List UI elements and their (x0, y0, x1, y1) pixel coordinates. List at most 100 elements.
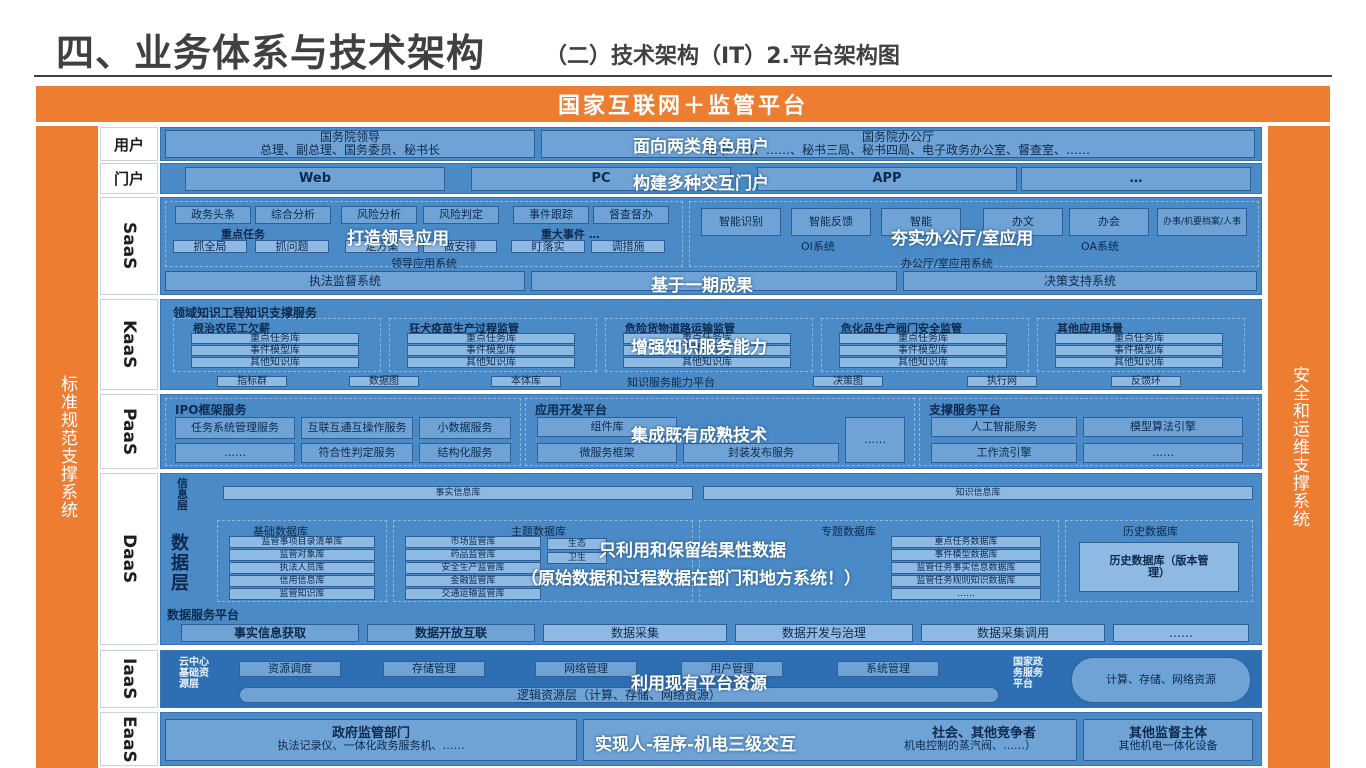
kaas-group-item: 重点任务库 (839, 333, 1007, 344)
office-box-documents: 办文 (983, 208, 1063, 236)
kaas-group-item: 其他知识库 (407, 357, 575, 368)
history-db-area (1065, 520, 1253, 602)
oi-system-label: OI系统 (801, 240, 835, 253)
security-ops-bar: 安全和运维支撑系统 (1268, 126, 1330, 768)
db-list-item: 安全生产监管库 (405, 562, 541, 574)
kaas-group-title: 危化品生产阀门安全监管 (841, 322, 962, 335)
office-box-meetings: 办会 (1069, 208, 1149, 236)
saas-middle-box (531, 271, 897, 291)
kaas-group-item: 重点任务库 (191, 333, 359, 344)
layer-portal: Web PC APP … 构建多种交互门户 (160, 163, 1262, 194)
kaas-group-item: 重点任务库 (623, 333, 791, 344)
leader-action-6: 调措施 (591, 240, 665, 253)
eaas-society-title: 社会、其他竞争者 (931, 726, 1036, 741)
user-office-box: 国务院办公厅 秘书一局、……、秘书三局、秘书四局、电子政务办公室、督查室、…… (541, 130, 1255, 158)
db-list-item: 药品监管库 (405, 549, 541, 561)
special-db-area (699, 520, 1059, 602)
security-ops-label: 安全和运维支撑系统 (1289, 366, 1309, 528)
leader-action-1: 抓全局 (173, 240, 247, 253)
eaas-overlay: 实现人-程序-机电三级交互 (595, 735, 797, 755)
kaas-group-item: 事件模型库 (839, 345, 1007, 356)
leader-action-2: 抓问题 (255, 240, 329, 253)
kaas-group-title: 根治农民工欠薪 (193, 322, 270, 335)
daas-info-layer-label: 信息层 (177, 477, 188, 512)
office-box-smart-feedback: 智能反馈 (791, 208, 871, 236)
eaas-society-sub: 机电控制的蒸汽阀、……） (904, 739, 1036, 752)
kaas-bottom-item: 反馈环 (1111, 376, 1181, 387)
iaas-logic-layer: 逻辑资源层（计算、存储、网络资源） (239, 687, 999, 703)
db-list-item: …… (891, 588, 1041, 600)
leader-key-tasks: 重点任务 (221, 228, 265, 241)
ipo-task-system: 任务系统管理服务 (175, 417, 295, 439)
kaas-group-item: 其他知识库 (1055, 357, 1223, 368)
user-leaders-box: 国务院领导 总理、副总理、国务委员、秘书长 (165, 130, 535, 158)
iaas-storage-mgmt: 存储管理 (383, 661, 485, 677)
saas-overlay-office: 夯实办公厅/室应用 (891, 229, 1034, 249)
data-service-item: 数据开放互联 (367, 624, 535, 642)
leader-box-risk-judgement: 风险判定 (423, 206, 499, 224)
eaas-gov-sub: 执法记录仪、一体化政务服务机、…… (277, 739, 465, 752)
support-model-engine: 模型算法引擎 (1083, 417, 1243, 437)
support-ai: 人工智能服务 (931, 417, 1077, 437)
iaas-cloud-label: 云中心基础资源层 (179, 657, 209, 690)
layer-label-paas: PaaS (100, 394, 158, 469)
special-db-title: 专题数据库 (821, 525, 876, 538)
db-list-item: 事件模型数据库 (891, 549, 1041, 561)
db-list-item: 金融监管库 (405, 575, 541, 587)
layer-label-portal: 门户 (100, 163, 158, 194)
kaas-group-area (821, 318, 1029, 372)
eaas-label-text: EaaS (119, 715, 139, 763)
leader-box-headlines: 政务头条 (175, 206, 251, 224)
paas-overlay: 集成既有成熟技术 (631, 426, 767, 446)
office-system-label: 办公厅/室应用系统 (901, 257, 993, 270)
dev-component-lib: 组件库 (537, 417, 677, 437)
user-office-title: 国务院办公厅 (861, 130, 934, 144)
leader-box-analysis: 综合分析 (255, 206, 331, 224)
support-platform-area (919, 398, 1259, 466)
law-enforcement-system: 执法监督系统 (165, 271, 525, 291)
support-workflow: 工作流引擎 (931, 443, 1077, 463)
kaas-group-area (1037, 318, 1245, 372)
kaas-overlay: 增强知识服务能力 (631, 338, 767, 358)
data-service-item: 数据开发与治理 (735, 624, 913, 642)
leader-system-label: 领导应用系统 (391, 257, 457, 270)
layer-label-iaas: IaaS (100, 650, 158, 708)
layer-label-user: 用户 (100, 127, 158, 161)
leader-action-3: 定方案 (345, 240, 419, 253)
leader-box-risk-analysis: 风险分析 (341, 206, 417, 224)
dev-microservice: 微服务框架 (537, 443, 677, 463)
kaas-group-item: 重点任务库 (1055, 333, 1223, 344)
daas-overlay-1: 只利用和保留结果性数据 (599, 541, 786, 561)
portal-app: APP (757, 167, 1017, 191)
leader-action-5: 盯落实 (511, 240, 585, 253)
office-box-smart: 智能 (881, 208, 961, 236)
kaas-bottom-item: 本体库 (491, 376, 561, 387)
kaas-group-title: 狂犬疫苗生产过程监管 (409, 322, 519, 335)
ipo-structured: 结构化服务 (419, 443, 511, 463)
ipo-small-data: 小数据服务 (419, 417, 511, 439)
ipo-interop: 互联互通互操作服务 (301, 417, 413, 439)
dev-more: …… (845, 417, 905, 463)
leader-box-event-tracking: 事件跟踪 (513, 206, 589, 224)
kaas-group-item: 事件模型库 (407, 345, 575, 356)
layer-daas: 信息层 事实信息库 知识信息库 数据层 基础数据库 监管事项目录清单库监管对象库… (160, 473, 1262, 645)
user-leaders-title: 国务院领导 (319, 130, 380, 144)
iaas-user-mgmt: 用户管理 (681, 661, 783, 677)
support-more: …… (1083, 443, 1243, 463)
eaas-other-sub: 其他机电一体化设备 (1118, 739, 1218, 752)
kaas-group-item: 事件模型库 (1055, 345, 1223, 356)
office-box-affairs: 办事/机要档案/人事 (1157, 208, 1247, 236)
layer-label-kaas: KaaS (100, 299, 158, 390)
layer-saas: 政务头条 综合分析 风险分析 风险判定 事件跟踪 督查督办 重点任务 重大事件 … (160, 197, 1262, 296)
iaas-gov-platform-label: 国家政务服务平台 (1013, 657, 1043, 690)
data-service-item: 数据采集调用 (921, 624, 1105, 642)
portal-pc: PC (471, 167, 731, 191)
portal-layer-overlay: 构建多种交互门户 (633, 174, 769, 194)
ipo-title: IPO框架服务 (175, 403, 247, 417)
page-subtitle: （二）技术架构（IT）2.平台架构图 (545, 44, 900, 69)
history-db-title: 历史数据库 (1123, 525, 1178, 538)
topic-db-title: 主题数据库 (511, 525, 566, 538)
eaas-other-title: 其他监督主体 (1128, 726, 1207, 741)
platform-banner: 国家互联网＋监管平台 (36, 86, 1330, 122)
kaas-group-item: 重点任务库 (407, 333, 575, 344)
